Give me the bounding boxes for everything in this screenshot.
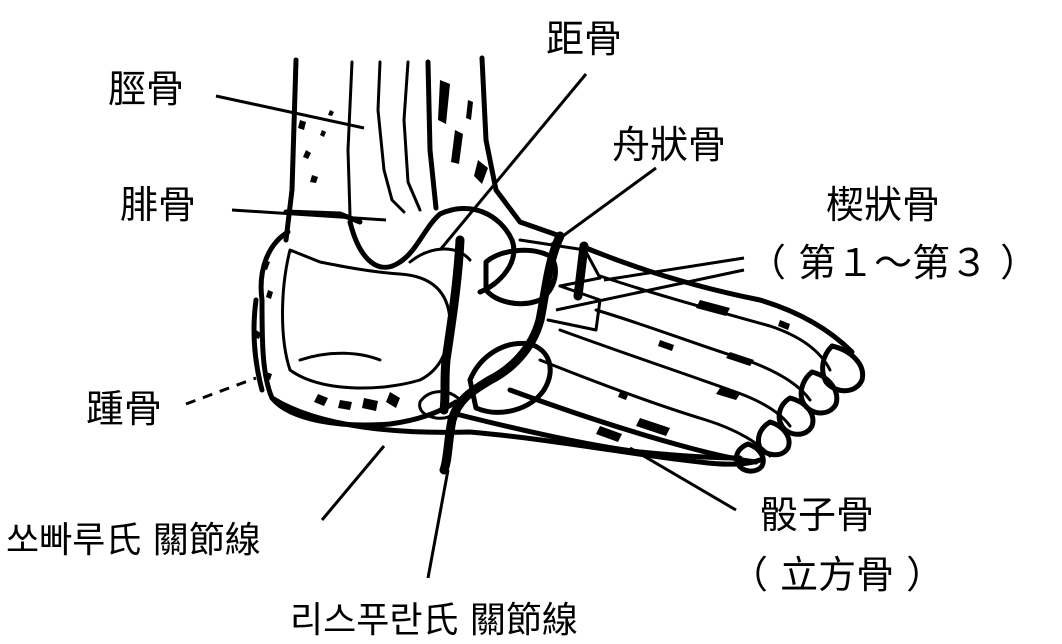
- label-cuneiform-range: （ 第１～第３ ）: [748, 241, 1038, 285]
- label-navicular: 舟狀骨: [612, 123, 726, 167]
- chopart-joint-line: [444, 240, 460, 410]
- fibula-bone: [378, 62, 420, 212]
- label-cuboid-alt: （ 立方骨 ）: [730, 553, 944, 597]
- label-cuboid: 骰子骨: [760, 493, 874, 537]
- chopart-leader: [322, 446, 384, 520]
- label-lisfranc-joint: 리스푸란氏 關節線: [290, 600, 578, 641]
- cuneiform-bones: [520, 240, 600, 330]
- tibia-leader: [216, 96, 364, 128]
- label-fibula: 腓骨: [120, 183, 196, 227]
- calcaneus-leader: [186, 378, 256, 404]
- lisfranc-leader: [428, 470, 448, 578]
- talus-leader: [440, 74, 586, 250]
- label-calcaneus: 踵骨: [86, 387, 162, 431]
- navicular-leader: [552, 168, 656, 244]
- label-cuneiform: 楔狀骨: [826, 183, 940, 227]
- talus-bone: [350, 208, 514, 292]
- label-talus: 距骨: [546, 17, 622, 61]
- labels: 脛骨 腓骨 距骨 舟狀骨 楔狀骨 （ 第１～第３ ） 踵骨 骰子骨 （ 立方骨 …: [6, 17, 1038, 641]
- label-chopart-joint: 쏘빠루氏 關節線: [6, 520, 261, 561]
- label-tibia: 脛骨: [108, 67, 184, 111]
